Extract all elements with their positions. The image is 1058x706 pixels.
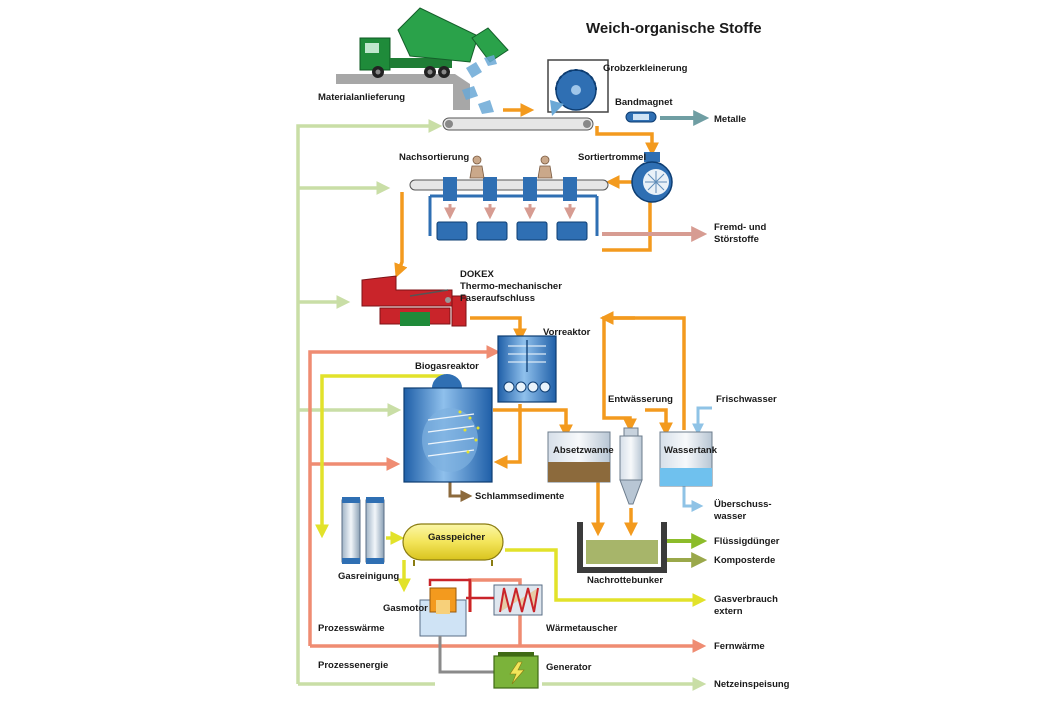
label-dokex-line1: DOKEX <box>460 269 494 280</box>
gas-cleaning-columns <box>341 497 385 564</box>
label-gasverbrauch-line2: extern <box>714 606 743 617</box>
label-fremdstoffe-line2: Störstoffe <box>714 234 759 245</box>
label-metalle: Metalle <box>714 114 747 125</box>
gas-engine <box>419 578 472 637</box>
gas-storage <box>402 523 504 566</box>
gas-flow-lines <box>315 374 707 607</box>
label-wassertank: Wassertank <box>664 445 717 456</box>
dokex-machine <box>361 275 467 327</box>
label-nachsortierung: Nachsortierung <box>399 152 470 163</box>
label-fernwaerme: Fernwärme <box>714 641 765 652</box>
energy-flow-lines <box>296 119 707 691</box>
label-generator: Generator <box>546 662 592 673</box>
label-dokex-line3: Faseraufschluss <box>460 293 535 304</box>
sediment-flow-line <box>448 482 473 502</box>
diagram-title: Weich-organische Stoffe <box>586 20 762 37</box>
freshwater-line <box>692 406 712 436</box>
pre-reactor <box>497 335 557 403</box>
biogas-reactor <box>403 374 493 483</box>
heat-exchanger <box>466 584 543 616</box>
label-bandmagnet: Bandmagnet <box>615 97 673 108</box>
label-frischwasser: Frischwasser <box>716 394 777 405</box>
label-ueberschuss-line2: wasser <box>714 511 747 522</box>
settling-tank <box>547 431 611 483</box>
sorting-station <box>409 155 609 241</box>
label-ueberschuss-line1: Überschuss- <box>714 499 772 510</box>
conveyor-belt <box>442 117 594 131</box>
label-fremdstoffe-line1: Fremd- und <box>714 222 767 233</box>
label-sortiertrommel: Sortiertrommel <box>578 152 647 163</box>
label-vorreaktor: Vorreaktor <box>543 327 591 338</box>
label-komposterde: Komposterde <box>714 555 776 566</box>
label-nachrottebunker: Nachrottebunker <box>587 575 664 586</box>
label-grobzerkleinerung: Grobzerkleinerung <box>603 63 688 74</box>
label-gasspeicher: Gasspeicher <box>428 532 486 543</box>
excess-water-line <box>682 486 704 512</box>
label-schlammsedimente: Schlammsedimente <box>475 491 565 502</box>
label-netzeinspeisung: Netzeinspeisung <box>714 679 790 690</box>
lightning-icon <box>509 661 525 685</box>
material-flow-lines <box>394 103 686 537</box>
water-tank <box>659 431 713 487</box>
label-gasreinigung: Gasreinigung <box>338 571 400 582</box>
dewatering-cyclone <box>619 427 643 505</box>
compost-bunker <box>577 522 667 573</box>
label-fluessigduenger: Flüssigdünger <box>714 536 780 547</box>
label-prozesswaerme: Prozesswärme <box>318 623 385 634</box>
label-dokex-line2: Thermo-mechanischer <box>460 281 562 292</box>
label-biogasreaktor: Biogasreaktor <box>415 361 479 372</box>
label-absetzwanne: Absetzwanne <box>553 445 614 456</box>
generator <box>493 652 539 689</box>
label-prozessenergie: Prozessenergie <box>318 660 389 671</box>
label-entwaesserung: Entwässerung <box>608 394 673 405</box>
label-gasverbrauch-line1: Gasverbrauch <box>714 594 778 605</box>
crusher-icon <box>547 59 609 116</box>
drive-shaft <box>438 636 494 674</box>
label-waermetauscher: Wärmetauscher <box>546 623 618 634</box>
magnet-icon <box>625 111 657 123</box>
label-gasmotor: Gasmotor <box>383 603 428 614</box>
truck-icon <box>336 7 509 114</box>
worker-icon <box>469 155 553 179</box>
label-materialanlieferung: Materialanlieferung <box>318 92 406 103</box>
drum-icon <box>631 152 673 203</box>
